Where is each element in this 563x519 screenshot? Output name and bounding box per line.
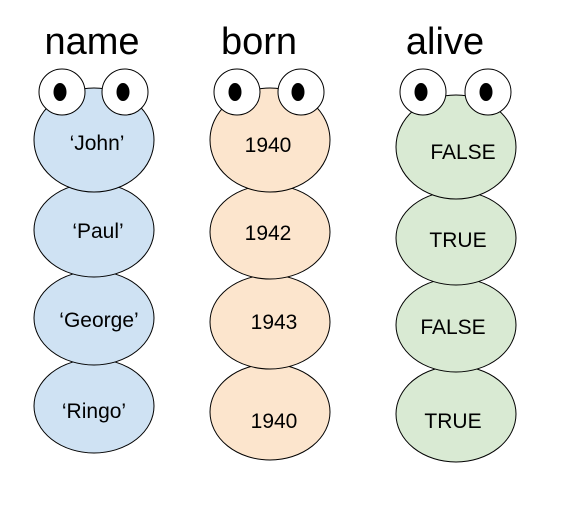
eye-icon (399, 68, 447, 116)
column-alive: alive FALSE TRUE FALSE TRUE (395, 21, 517, 463)
value-name-1: ‘Paul’ (72, 220, 123, 243)
column-header-name: name (44, 21, 139, 63)
column-header-alive: alive (406, 21, 484, 63)
value-alive-3: TRUE (424, 410, 481, 433)
eye-icon (464, 68, 512, 116)
value-alive-1: TRUE (429, 229, 486, 252)
value-born-2: 1943 (251, 311, 298, 334)
eye-icon (38, 68, 86, 116)
value-alive-0: FALSE (430, 141, 495, 164)
column-header-born: born (221, 21, 297, 63)
segment-alive-0 (395, 94, 517, 200)
value-name-2: ‘George’ (59, 309, 138, 332)
value-name-3: ‘Ringo’ (62, 400, 126, 423)
value-alive-2: FALSE (420, 316, 485, 339)
eye-icon (277, 68, 325, 116)
eye-icon (101, 68, 149, 116)
eye-icon (213, 68, 261, 116)
value-name-0: ‘John’ (70, 132, 125, 155)
value-born-0: 1940 (245, 134, 292, 157)
value-born-1: 1942 (245, 222, 292, 245)
column-born: born 1940 1942 1943 1940 (209, 21, 331, 461)
column-name: name ‘John’ ‘Paul’ ‘George’ ‘Ringo’ (33, 21, 155, 454)
value-born-3: 1940 (251, 410, 298, 433)
